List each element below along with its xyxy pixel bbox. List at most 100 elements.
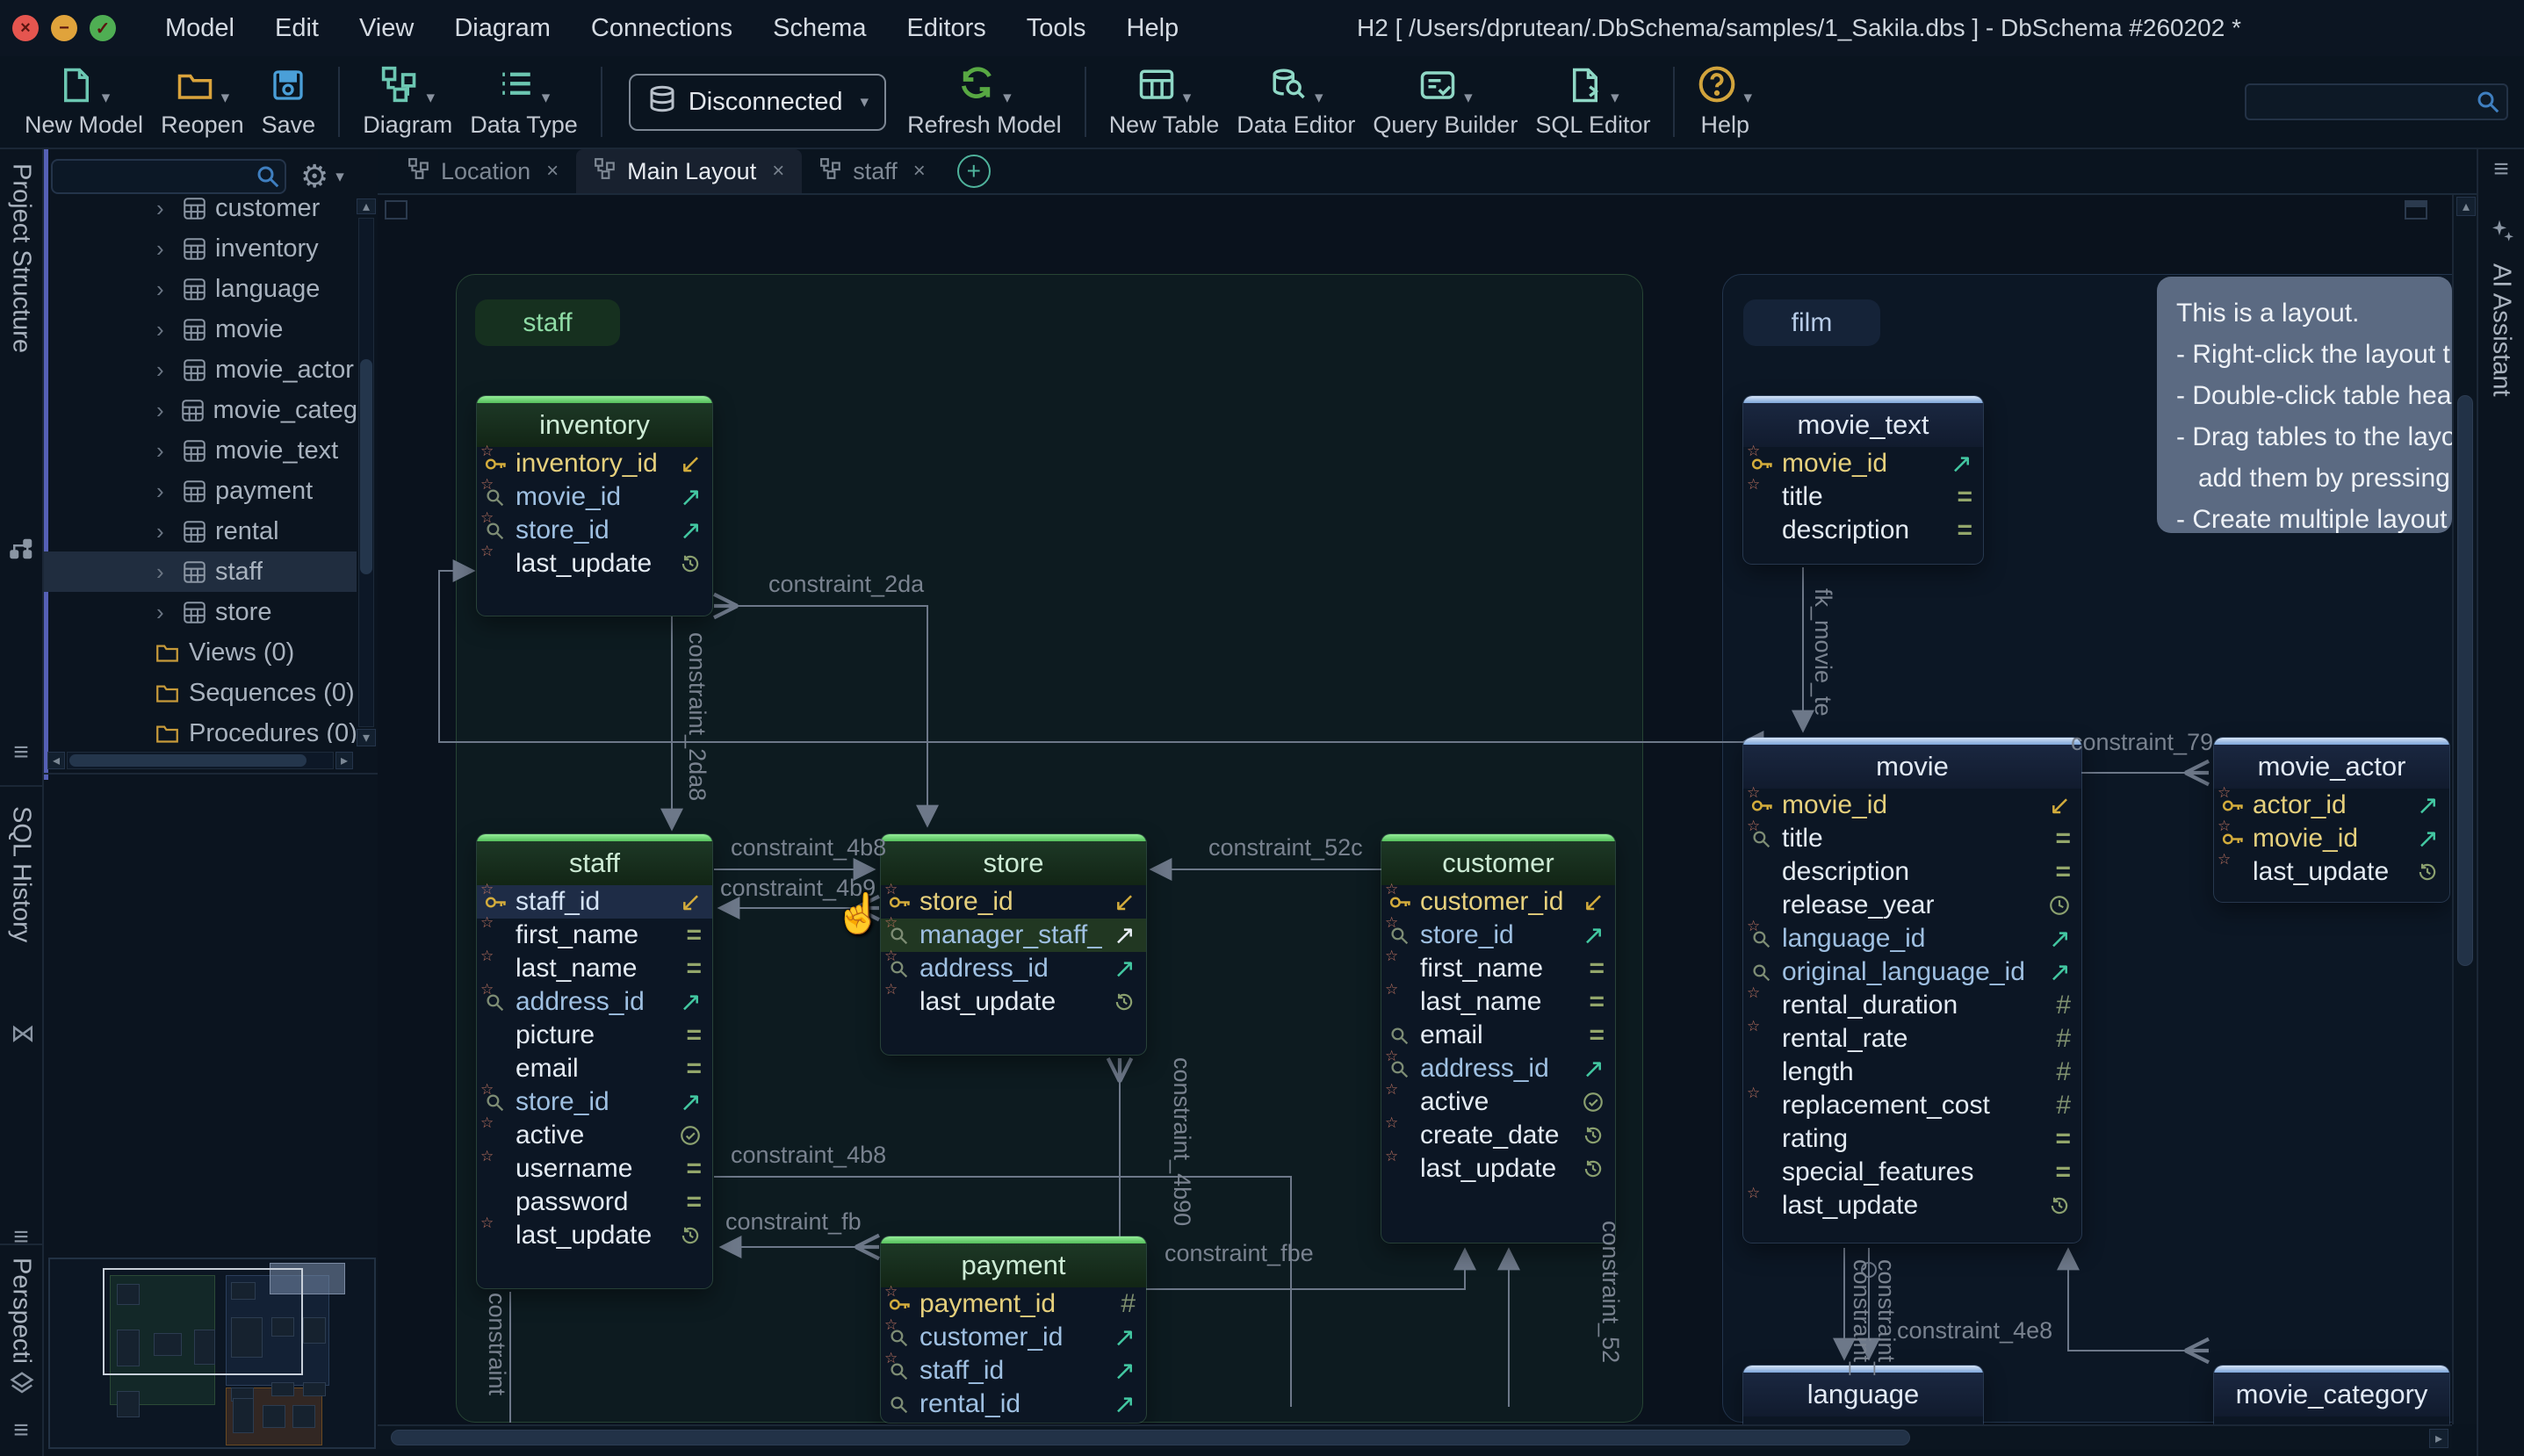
- column-payment-customer_id[interactable]: ☆customer_id↗: [881, 1321, 1146, 1354]
- canvas-scroll-corner-button[interactable]: ▸: [2429, 1429, 2448, 1448]
- column-customer-store_id[interactable]: ☆store_id↗: [1381, 919, 1615, 952]
- expand-chevron-icon[interactable]: ›: [156, 397, 177, 424]
- tree-item-customer[interactable]: ›customer: [44, 188, 357, 228]
- column-movie-special_features[interactable]: special_features=: [1743, 1156, 2081, 1189]
- menu-diagram[interactable]: Diagram: [454, 14, 551, 43]
- minimap-viewport[interactable]: [103, 1268, 303, 1375]
- diagram-minimap[interactable]: [48, 1258, 376, 1449]
- column-store-manager_staff_id[interactable]: ☆manager_staff_id↗: [881, 919, 1146, 952]
- panel-menu-icon[interactable]: ≡: [13, 738, 29, 768]
- column-movie_text-movie_id[interactable]: ☆movie_id↗: [1743, 447, 1983, 480]
- reopen-button[interactable]: ▾Reopen: [161, 66, 244, 139]
- column-staff-password[interactable]: password=: [477, 1186, 712, 1219]
- column-staff-staff_id[interactable]: ☆staff_id↙: [477, 885, 712, 919]
- tree-item-movie_actor[interactable]: ›movie_actor: [44, 350, 357, 390]
- table-staff[interactable]: staff☆staff_id↙☆first_name=☆last_name=☆a…: [477, 834, 712, 1288]
- close-tab-icon[interactable]: ×: [772, 159, 784, 184]
- column-movie-replacement_cost[interactable]: ☆replacement_cost#: [1743, 1089, 2081, 1122]
- refresh-model-button[interactable]: ▾Refresh Model: [907, 66, 1062, 139]
- chevron-down-icon[interactable]: ▾: [1743, 88, 1752, 108]
- tree-scroll-down-button[interactable]: ▾: [357, 729, 376, 746]
- tree-item-views0[interactable]: Views (0): [44, 632, 357, 673]
- tree-scroll-right-button[interactable]: ▸: [335, 752, 353, 769]
- column-customer-last_name[interactable]: ☆last_name=: [1381, 985, 1615, 1019]
- new-layout-button[interactable]: +: [957, 155, 991, 188]
- column-store-last_update[interactable]: ☆last_update: [881, 985, 1146, 1019]
- close-window-icon[interactable]: ×: [12, 15, 39, 41]
- help-button[interactable]: ▾Help: [1698, 66, 1752, 139]
- chevron-down-icon[interactable]: ▾: [102, 88, 111, 108]
- table-header-store[interactable]: store: [881, 841, 1146, 885]
- menu-tools[interactable]: Tools: [1027, 14, 1086, 43]
- table-header-movie_text[interactable]: movie_text: [1743, 403, 1983, 447]
- column-customer-active[interactable]: ☆active: [1381, 1085, 1615, 1119]
- column-inventory-store_id[interactable]: ☆store_id↗: [477, 514, 712, 547]
- expand-chevron-icon[interactable]: ›: [156, 599, 179, 626]
- tab-staff[interactable]: staff×: [802, 149, 943, 193]
- column-customer-email[interactable]: email=: [1381, 1019, 1615, 1052]
- table-header-language[interactable]: language: [1743, 1373, 1983, 1416]
- chevron-down-icon[interactable]: ▾: [426, 88, 435, 108]
- diagram-canvas[interactable]: staff film This is a layout.- Right-clic…: [378, 195, 2452, 1424]
- diagram-button[interactable]: ▾Diagram: [363, 66, 452, 139]
- column-staff-address_id[interactable]: ☆address_id↗: [477, 985, 712, 1019]
- data-editor-button[interactable]: ▾Data Editor: [1237, 66, 1355, 139]
- tree-item-sequences0[interactable]: Sequences (0): [44, 673, 357, 713]
- tree-item-staff[interactable]: ›staff: [44, 551, 357, 592]
- expand-chevron-icon[interactable]: ›: [156, 235, 179, 263]
- chevron-down-icon[interactable]: ▾: [1003, 88, 1012, 108]
- expand-chevron-icon[interactable]: ›: [156, 518, 179, 545]
- tree-vertical-scrollbar[interactable]: [358, 218, 374, 727]
- menu-model[interactable]: Model: [165, 14, 234, 43]
- panel-menu-icon[interactable]: ≡: [13, 1416, 29, 1445]
- tree-item-store[interactable]: ›store: [44, 592, 357, 632]
- column-movie_text-description[interactable]: description=: [1743, 514, 1983, 547]
- column-inventory-movie_id[interactable]: ☆movie_id↗: [477, 480, 712, 514]
- tree-item-movie_text[interactable]: ›movie_text: [44, 430, 357, 471]
- sql-history-tab[interactable]: SQL History: [7, 806, 36, 942]
- expand-chevron-icon[interactable]: ›: [156, 195, 179, 222]
- canvas-horizontal-scrollbar[interactable]: ▸: [378, 1424, 2452, 1449]
- expand-chevron-icon[interactable]: ›: [156, 559, 179, 586]
- column-payment-rental_id[interactable]: rental_id↗: [881, 1388, 1146, 1421]
- column-staff-last_update[interactable]: ☆last_update: [477, 1219, 712, 1252]
- column-staff-email[interactable]: email=: [477, 1052, 712, 1085]
- menu-editors[interactable]: Editors: [907, 14, 986, 43]
- column-payment-payment_id[interactable]: ☆payment_id#: [881, 1287, 1146, 1321]
- column-customer-address_id[interactable]: ☆address_id↗: [1381, 1052, 1615, 1085]
- column-staff-last_name[interactable]: ☆last_name=: [477, 952, 712, 985]
- table-header-movie[interactable]: movie: [1743, 745, 2081, 789]
- expand-chevron-icon[interactable]: ›: [156, 276, 179, 303]
- column-store-address_id[interactable]: ☆address_id↗: [881, 952, 1146, 985]
- column-staff-store_id[interactable]: ☆store_id↗: [477, 1085, 712, 1119]
- table-inventory[interactable]: inventory☆inventory_id↙☆movie_id↗☆store_…: [477, 396, 712, 616]
- table-header-customer[interactable]: customer: [1381, 841, 1615, 885]
- column-movie-release_year[interactable]: release_year: [1743, 889, 2081, 922]
- expand-chevron-icon[interactable]: ›: [156, 437, 179, 465]
- column-movie-description[interactable]: description=: [1743, 855, 2081, 889]
- tree-item-language[interactable]: ›language: [44, 269, 357, 309]
- tab-main-layout[interactable]: Main Layout×: [576, 149, 802, 193]
- tab-location[interactable]: Location×: [390, 149, 576, 193]
- column-movie-original_language_id[interactable]: original_language_id↗: [1743, 955, 2081, 989]
- chevron-down-icon[interactable]: ▾: [1611, 88, 1619, 108]
- chevron-down-icon[interactable]: ▾: [1315, 88, 1323, 108]
- table-movie[interactable]: movie☆movie_id↙☆title=description=releas…: [1743, 738, 2081, 1243]
- tree-item-rental[interactable]: ›rental: [44, 511, 357, 551]
- column-movie-last_update[interactable]: ☆last_update: [1743, 1189, 2081, 1222]
- menu-edit[interactable]: Edit: [275, 14, 319, 43]
- table-header-movie_actor[interactable]: movie_actor: [2214, 745, 2449, 789]
- column-movie-rental_duration[interactable]: ☆rental_duration#: [1743, 989, 2081, 1022]
- group-label-staff[interactable]: staff: [475, 299, 620, 346]
- table-store[interactable]: store☆store_id↙☆manager_staff_id↗☆addres…: [881, 834, 1146, 1055]
- column-movie-rental_rate[interactable]: ☆rental_rate#: [1743, 1022, 2081, 1056]
- column-payment-staff_id[interactable]: ☆staff_id↗: [881, 1354, 1146, 1388]
- table-header-inventory[interactable]: inventory: [477, 403, 712, 447]
- menu-connections[interactable]: Connections: [591, 14, 732, 43]
- menu-view[interactable]: View: [359, 14, 414, 43]
- column-staff-username[interactable]: ☆username=: [477, 1152, 712, 1186]
- chevron-down-icon[interactable]: ▾: [1464, 88, 1473, 108]
- column-movie-movie_id[interactable]: ☆movie_id↙: [1743, 789, 2081, 822]
- tree-horizontal-scrollbar[interactable]: [67, 752, 334, 769]
- chevron-down-icon[interactable]: ▾: [542, 88, 551, 108]
